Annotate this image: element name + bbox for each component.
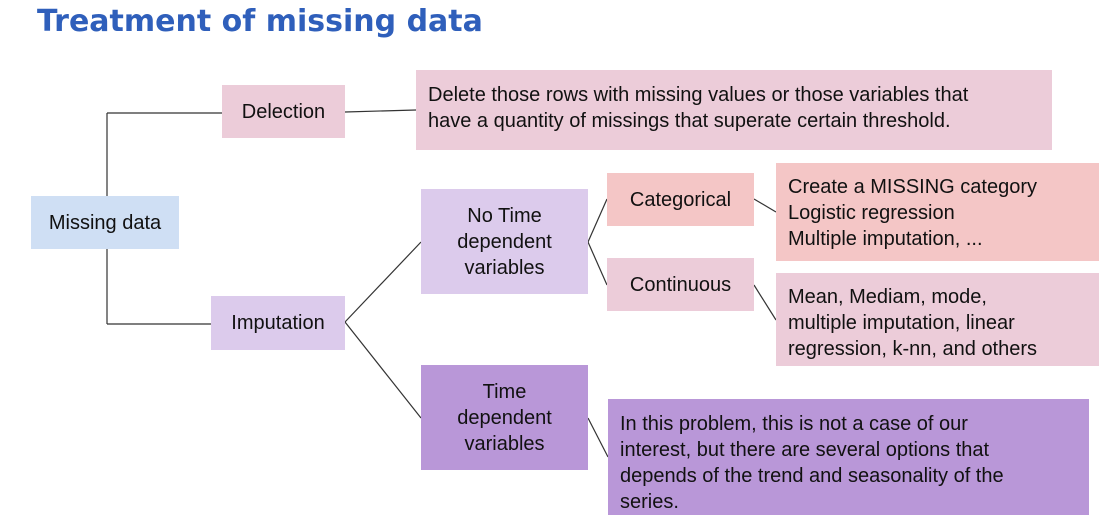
connector-continuous-description [753,284,777,321]
connector-imputation-notime [344,241,422,323]
node-time-label-line: Time [482,380,527,403]
time-description-line: interest, but there are several options … [620,439,990,461]
node-continuous: Continuous [607,258,754,311]
node-no-time-label-line: No Time [467,204,542,227]
categorical-description-line: Create a MISSING category [788,176,1037,198]
node-missing-data-label: Missing data [48,211,162,234]
node-delection: Delection [222,85,345,138]
connector-time-description [587,417,609,458]
node-delection-label: Delection [241,100,326,123]
time-description-line: series. [620,491,679,513]
node-missing-data: Missing data [31,196,179,249]
delection-description-line: have a quantity of missings that superat… [428,110,951,132]
continuous-description-line: multiple imputation, linear [788,312,1015,334]
categorical-description-line: Logistic regression [788,202,955,224]
delection-description: Delete those rows with missing values or… [416,70,1052,150]
time-description-line: In this problem, this is not a case of o… [620,413,968,435]
connector-categorical-description [753,198,777,213]
node-time-label-line: dependent [457,406,552,429]
delection-description-line: Delete those rows with missing values or… [428,84,969,106]
continuous-description: Mean, Mediam, mode, multiple imputation,… [776,273,1099,366]
connector-delection-description [344,109,417,113]
node-no-time-label-line: variables [464,256,545,279]
connector-notime-categorical [587,198,608,243]
page-title: Treatment of missing data [37,4,483,39]
node-categorical-label: Categorical [629,188,732,211]
node-time-label-line: variables [464,432,545,455]
node-continuous-label: Continuous [629,273,732,296]
node-imputation-label: Imputation [231,312,325,334]
continuous-description-line: regression, k-nn, and others [788,338,1038,360]
node-no-time-label-line: dependent [457,230,552,253]
node-categorical: Categorical [607,173,754,226]
time-description-line: depends of the trend and seasonality of … [620,465,1004,487]
time-description: In this problem, this is not a case of o… [608,399,1089,515]
continuous-description-line: Mean, Mediam, mode, [788,286,987,308]
connector-imputation-time [344,321,422,419]
categorical-description: Create a MISSING category Logistic regre… [776,163,1099,261]
connector-notime-continuous [587,241,608,286]
node-no-time-dependent: No Time dependent variables [421,189,588,294]
node-time-dependent: Time dependent variables [421,365,588,470]
categorical-description-line: Multiple imputation, ... [788,228,983,250]
node-imputation: Imputation [211,296,345,350]
